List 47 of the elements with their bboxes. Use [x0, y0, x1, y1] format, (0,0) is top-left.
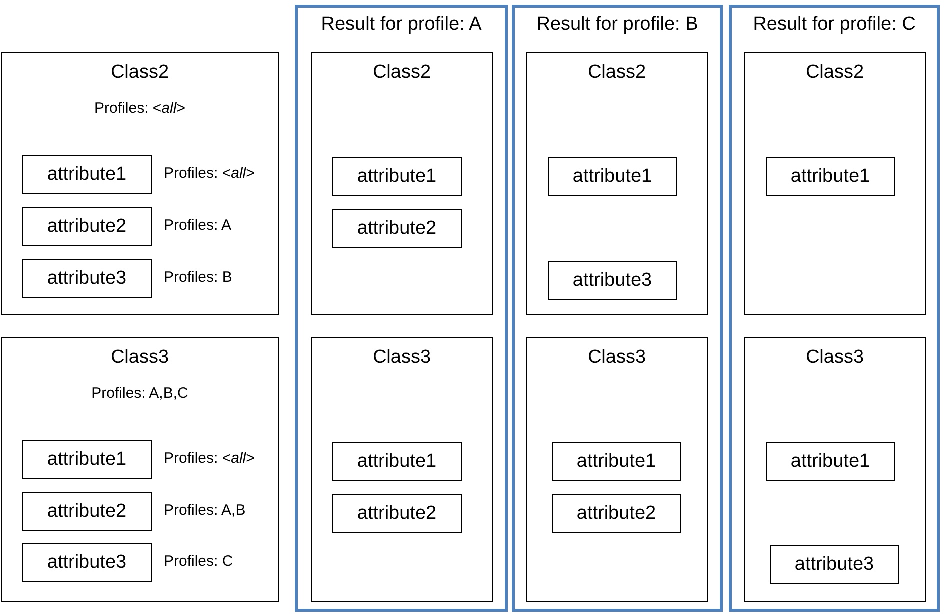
attribute-box: attribute1: [766, 157, 895, 196]
class-box: [744, 337, 926, 602]
class-box: [311, 337, 493, 602]
class-name: Class2: [586, 62, 648, 84]
result-panel: [729, 5, 940, 612]
attribute-box: attribute3: [22, 259, 152, 298]
class-name: Class2: [110, 62, 170, 84]
class-box: [526, 52, 708, 315]
attribute-box: attribute1: [552, 442, 681, 481]
attribute-box: attribute1: [548, 157, 677, 196]
attribute-box: attribute2: [22, 207, 152, 246]
attribute-box: attribute2: [332, 209, 462, 248]
attribute-box: attribute1: [22, 440, 152, 479]
attribute-box: attribute1: [332, 157, 462, 196]
attribute-box: attribute2: [22, 492, 152, 531]
panel-title: Result for profile: C: [752, 14, 917, 36]
profile-note: Profiles: C: [164, 553, 234, 570]
profile-note: Profiles: B: [164, 269, 232, 286]
profile-note: Profiles: <all>: [164, 165, 255, 182]
profile-note: Profiles: A: [164, 217, 232, 234]
attribute-box: attribute1: [22, 155, 152, 194]
attribute-box: attribute1: [332, 442, 462, 481]
class-name: Class3: [586, 347, 648, 369]
class-box: [744, 52, 926, 315]
class-box: [311, 52, 493, 315]
attribute-box: attribute2: [332, 494, 462, 533]
panel-title: Result for profile: A: [320, 14, 483, 36]
class-name: Class3: [804, 347, 866, 369]
attribute-box: attribute3: [770, 545, 899, 584]
profile-note: Profiles: <all>: [94, 100, 186, 117]
attribute-box: attribute1: [766, 442, 895, 481]
result-panel: [295, 5, 508, 612]
attribute-box: attribute2: [552, 494, 681, 533]
result-panel: [512, 5, 723, 612]
attribute-box: attribute3: [22, 543, 152, 582]
class-name: Class3: [372, 347, 432, 369]
class-box: [1, 52, 279, 315]
profile-note: Profiles: A,B,C: [90, 385, 190, 402]
class-box: [526, 337, 708, 602]
attribute-box: attribute3: [548, 261, 677, 300]
class-name: Class3: [110, 347, 170, 369]
profile-note: Profiles: A,B: [164, 502, 246, 519]
profile-note: Profiles: <all>: [164, 450, 255, 467]
class-name: Class2: [372, 62, 432, 84]
panel-title: Result for profile: B: [536, 14, 700, 36]
class-box: [1, 337, 279, 602]
class-name: Class2: [804, 62, 866, 84]
